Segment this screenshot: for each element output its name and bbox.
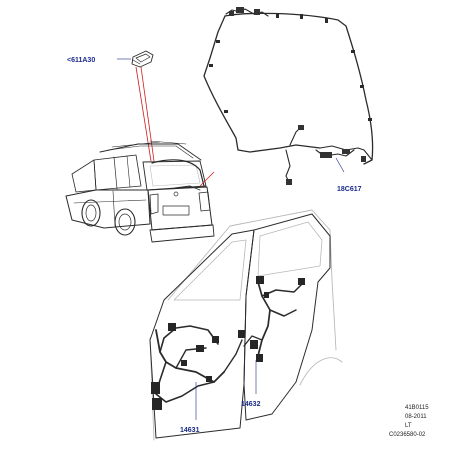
reference-date: 08-2011 bbox=[405, 414, 427, 420]
reference-code: 41B0115 bbox=[405, 405, 429, 411]
connector bbox=[236, 7, 244, 13]
callout-tailgate-harness[interactable]: 18C617 bbox=[337, 186, 362, 193]
reference-region: LT bbox=[405, 423, 412, 429]
doors-illustration bbox=[149, 209, 343, 441]
callout-rear-door-harness[interactable]: 14632 bbox=[241, 401, 261, 408]
tailgate-pointer bbox=[199, 171, 215, 187]
reference-image-id: C0236580-02 bbox=[389, 432, 426, 438]
sensor-location-leaders bbox=[135, 66, 155, 162]
callout-front-door-harness[interactable]: 14631 bbox=[180, 427, 200, 434]
callout-sensor-part[interactable]: <611A30 bbox=[67, 57, 95, 64]
tailgate-harness-illustration bbox=[203, 7, 374, 185]
vehicle-rear-illustration bbox=[65, 140, 215, 243]
tailgate-harness-callout-leader bbox=[335, 157, 345, 173]
sensor-part-illustration bbox=[131, 50, 154, 68]
